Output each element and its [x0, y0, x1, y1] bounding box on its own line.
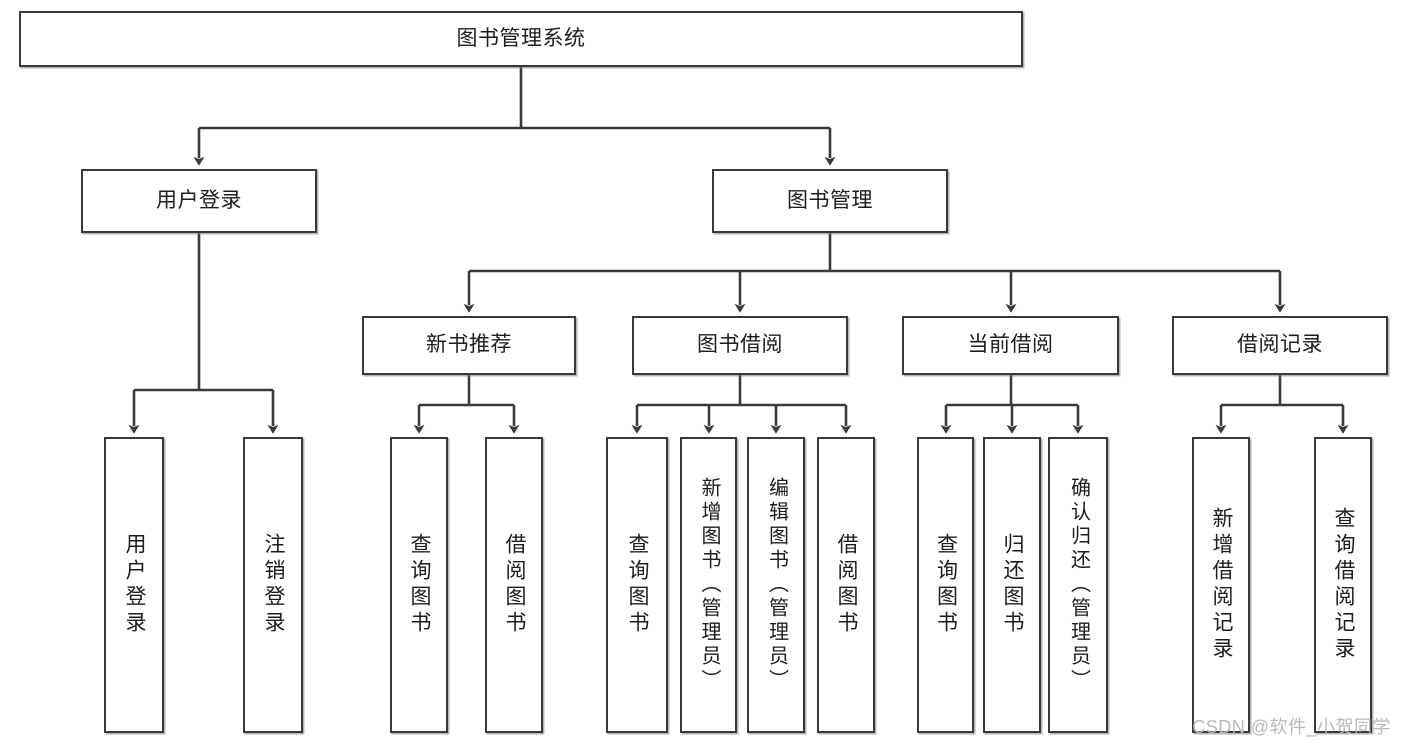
node-label: 借阅记录 [1237, 333, 1323, 357]
node-label: 新增借阅记录 [1210, 507, 1234, 663]
node-login[interactable]: 用户登录 [81, 169, 317, 233]
node-l-nb-borrow[interactable]: 借阅图书 [485, 437, 543, 733]
watermark-text: CSDN @软件_小贺同学 [1192, 717, 1391, 737]
node-l-login[interactable]: 用户登录 [104, 437, 164, 733]
node-label: 图书管理 [787, 188, 873, 212]
node-current[interactable]: 当前借阅 [902, 316, 1119, 375]
node-records[interactable]: 借阅记录 [1172, 316, 1388, 375]
node-label: 图书借阅 [697, 333, 783, 357]
node-label: 新书推荐 [426, 333, 512, 357]
node-label: 归还图书 [1001, 533, 1025, 637]
node-l-cu-conf[interactable]: 确认归还（管理员） [1048, 437, 1108, 733]
node-label: 用户登录 [123, 533, 147, 637]
node-l-bw-add[interactable]: 新增图书（管理员） [680, 437, 737, 733]
node-label: 查询图书 [626, 533, 650, 637]
node-label: 新增图书（管理员） [698, 477, 720, 693]
node-label: 确认归还（管理员） [1067, 477, 1090, 693]
node-bookmgmt[interactable]: 图书管理 [712, 169, 948, 233]
node-label: 注销登录 [262, 533, 286, 637]
node-label: 借阅图书 [503, 533, 527, 637]
node-label: 查询图书 [934, 533, 958, 637]
node-label: 查询图书 [408, 533, 432, 637]
node-l-bw-edit[interactable]: 编辑图书（管理员） [747, 437, 805, 733]
node-l-bw-lend[interactable]: 借阅图书 [817, 437, 875, 733]
node-label: 借阅图书 [835, 533, 859, 637]
node-l-cu-query[interactable]: 查询图书 [917, 437, 974, 733]
node-borrow[interactable]: 图书借阅 [632, 316, 848, 375]
node-label: 查询借阅记录 [1332, 507, 1356, 663]
node-l-nb-query[interactable]: 查询图书 [390, 437, 448, 733]
node-l-rc-query[interactable]: 查询借阅记录 [1314, 437, 1372, 733]
node-newbook[interactable]: 新书推荐 [362, 316, 576, 375]
node-l-bw-query[interactable]: 查询图书 [606, 437, 668, 733]
node-l-logout[interactable]: 注销登录 [243, 437, 303, 733]
node-l-rc-add[interactable]: 新增借阅记录 [1192, 437, 1250, 733]
node-root[interactable]: 图书管理系统 [19, 11, 1023, 67]
node-label: 图书管理系统 [456, 26, 586, 50]
node-label: 当前借阅 [967, 333, 1054, 357]
node-label: 用户登录 [156, 188, 242, 212]
node-label: 编辑图书（管理员） [765, 477, 788, 693]
node-l-cu-return[interactable]: 归还图书 [983, 437, 1041, 733]
